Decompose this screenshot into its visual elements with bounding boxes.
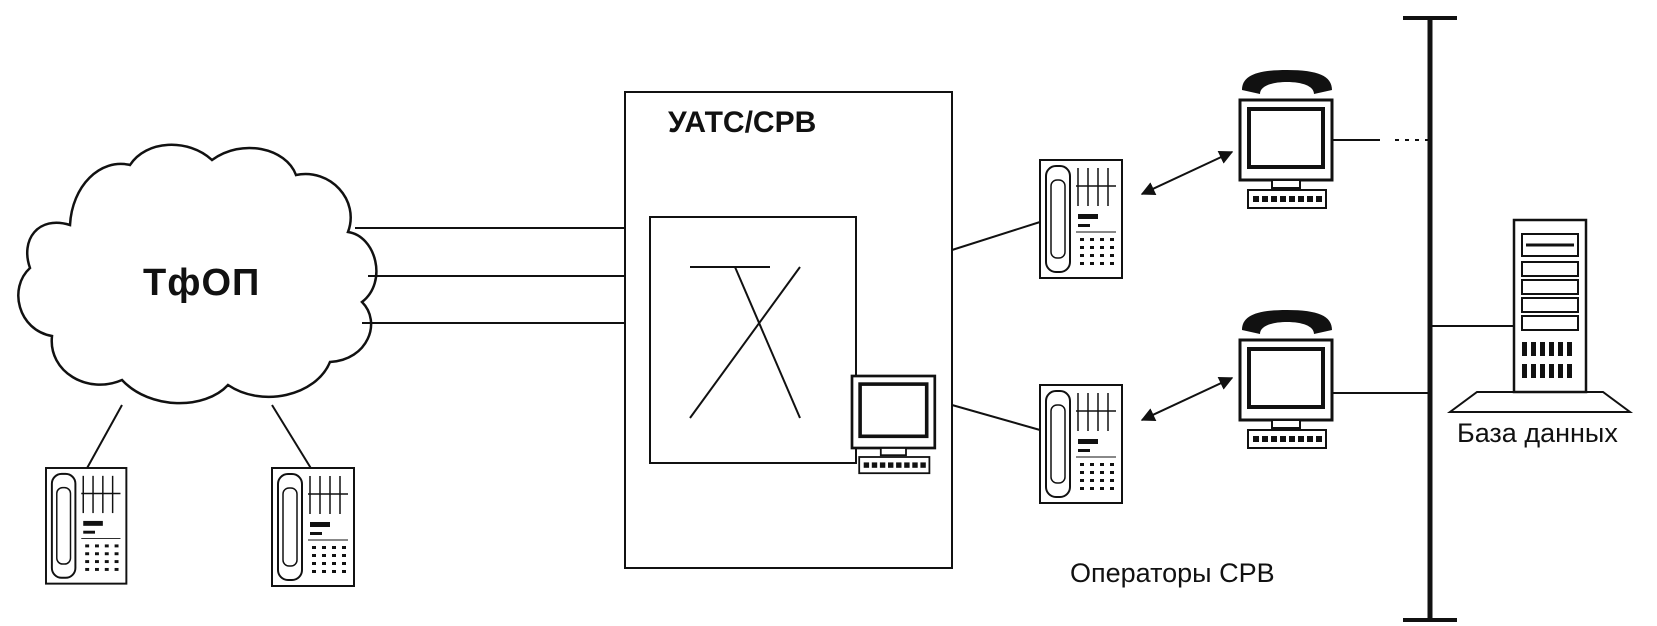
switch-matrix: [650, 217, 856, 463]
operators-label: Операторы СРВ: [1070, 558, 1275, 589]
operator-phone-2: [1040, 385, 1122, 503]
trunk-lines: [355, 228, 625, 323]
subscriber-links: [86, 405, 312, 470]
cti-arrows: [1142, 152, 1232, 420]
pstn-label: ТфОП: [143, 262, 260, 305]
lan-links: [1332, 140, 1515, 393]
subscriber-phone-1: [46, 468, 126, 584]
subscriber-phone-2: [272, 468, 354, 586]
operator-links: [952, 222, 1040, 430]
operator-phone-1: [1040, 160, 1122, 278]
pbx-label: УАТС/СРВ: [668, 106, 816, 140]
handset-icon-2: [1242, 310, 1332, 334]
operator-terminal-2: [1240, 340, 1332, 448]
operator-terminal-1: [1240, 100, 1332, 208]
database-server-icon: [1450, 220, 1630, 412]
handset-icon-1: [1242, 70, 1332, 94]
database-label: База данных: [1457, 418, 1618, 449]
pbx-monitor-icon: [852, 376, 935, 473]
lan-bus: [1403, 18, 1457, 620]
